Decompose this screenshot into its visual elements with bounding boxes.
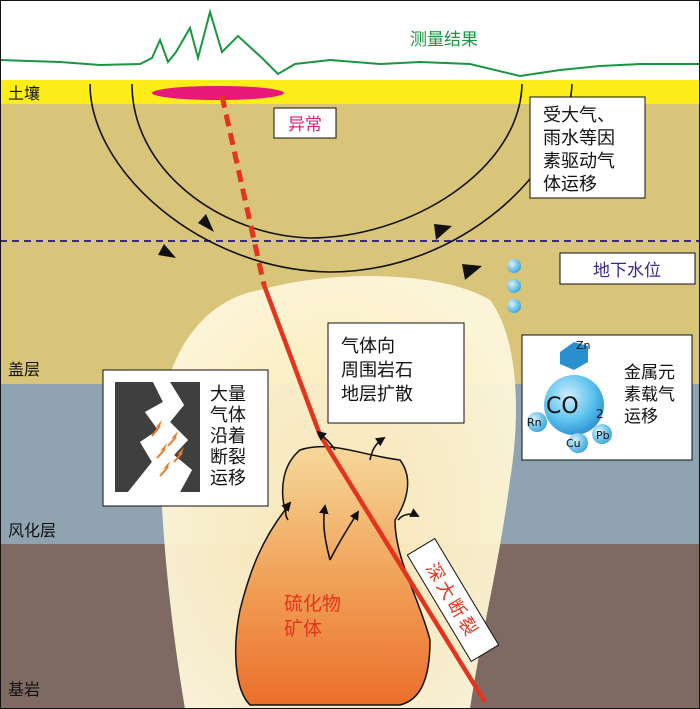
diffusion-text: 气体向 周围岩石 地层扩散 xyxy=(341,336,413,405)
measurement-label: 测量结果 xyxy=(410,30,478,50)
deep-fault-label-box xyxy=(406,537,500,663)
metal-line-1: 金属元 xyxy=(624,363,675,383)
gas-arrows xyxy=(281,430,420,561)
fault-migration-line-1: 大量 xyxy=(210,384,246,405)
element-cu: Cu xyxy=(566,437,581,450)
diffusion-line-3: 地层扩散 xyxy=(341,384,413,405)
fault-slice-illustration xyxy=(115,382,200,492)
fault-migration-line-2: 气体 xyxy=(210,405,246,426)
sky-area xyxy=(0,0,700,80)
layer-label-weathered: 风化层 xyxy=(8,521,56,540)
water-table-label: 地下水位 xyxy=(593,261,661,281)
arc-arrow-1 xyxy=(158,244,176,258)
anomaly-ellipse xyxy=(152,86,284,100)
atmospheric-driver-text: 受大气、 雨水等因 素驱动气 体运移 xyxy=(543,105,615,195)
arc-arrow-3 xyxy=(434,224,452,240)
co2-label: CO xyxy=(546,394,579,419)
atmospheric-line-2: 雨水等因 xyxy=(543,128,615,149)
layer-label-cover: 盖层 xyxy=(8,360,40,379)
circulation-arc-inner xyxy=(131,83,523,239)
anomaly-label: 异常 xyxy=(288,115,322,135)
atmospheric-line-3: 素驱动气 xyxy=(543,151,615,172)
fault-migration-text: 大量 气体 沿着 断裂 运移 xyxy=(210,384,246,489)
element-pb: Pb xyxy=(596,429,610,442)
diffusion-line-1: 气体向 xyxy=(341,336,395,357)
atmospheric-line-1: 受大气、 xyxy=(543,105,615,126)
metal-line-2: 素载气 xyxy=(624,385,675,405)
diffusion-box xyxy=(327,322,465,424)
metal-line-3: 运移 xyxy=(624,407,658,427)
water-drop-2 xyxy=(507,279,521,293)
ore-body-label: 硫化物 矿体 xyxy=(284,593,341,640)
co2-molecule-icon xyxy=(527,342,612,453)
fault-migration-line-3: 沿着 xyxy=(210,426,246,447)
layer-label-bedrock: 基岩 xyxy=(8,680,40,699)
co2-subscript: 2 xyxy=(596,407,604,421)
arc-arrow-2 xyxy=(198,214,214,232)
metal-carrier-text: 金属元 素载气 运移 xyxy=(624,363,675,427)
element-rn: Rn xyxy=(527,416,542,429)
atmospheric-line-4: 体运移 xyxy=(543,174,597,195)
fault-migration-line-4: 断裂 xyxy=(210,447,246,468)
fault-dashed-upper xyxy=(219,95,267,286)
anomaly-label-box xyxy=(273,107,337,139)
water-drop-3 xyxy=(507,299,521,313)
element-zn: Zn xyxy=(576,339,591,352)
arc-arrow-4 xyxy=(462,264,482,280)
atmospheric-driver-box xyxy=(529,96,646,199)
water-drop-1 xyxy=(507,259,521,273)
measurement-curve xyxy=(0,8,700,78)
water-table-box xyxy=(559,252,696,285)
layer-label-soil: 土壤 xyxy=(8,84,40,103)
ore-line-1: 硫化物 xyxy=(284,593,341,615)
fault-migration-line-5: 运移 xyxy=(210,468,246,489)
diffusion-line-2: 周围岩石 xyxy=(341,360,413,381)
ore-line-2: 矿体 xyxy=(284,618,322,640)
